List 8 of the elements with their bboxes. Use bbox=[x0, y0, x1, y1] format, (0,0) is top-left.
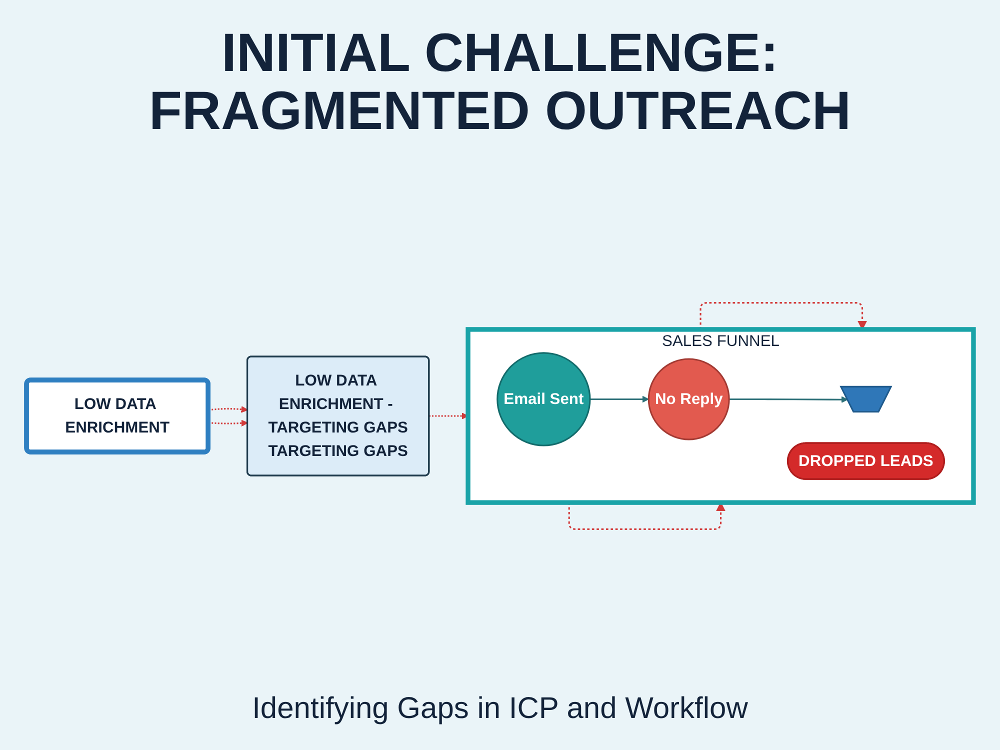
arrow bbox=[729, 396, 848, 404]
node-circle: No Reply bbox=[648, 358, 730, 440]
title: INITIAL CHALLENGE: FRAGMENTED OUTREACH bbox=[148, 24, 852, 141]
node-circle: Email Sent bbox=[496, 352, 591, 447]
caption: Identifying Gaps in ICP and Workflow bbox=[252, 692, 748, 726]
node-funnel bbox=[840, 386, 892, 413]
arrow bbox=[428, 412, 468, 420]
arrow bbox=[590, 396, 649, 403]
